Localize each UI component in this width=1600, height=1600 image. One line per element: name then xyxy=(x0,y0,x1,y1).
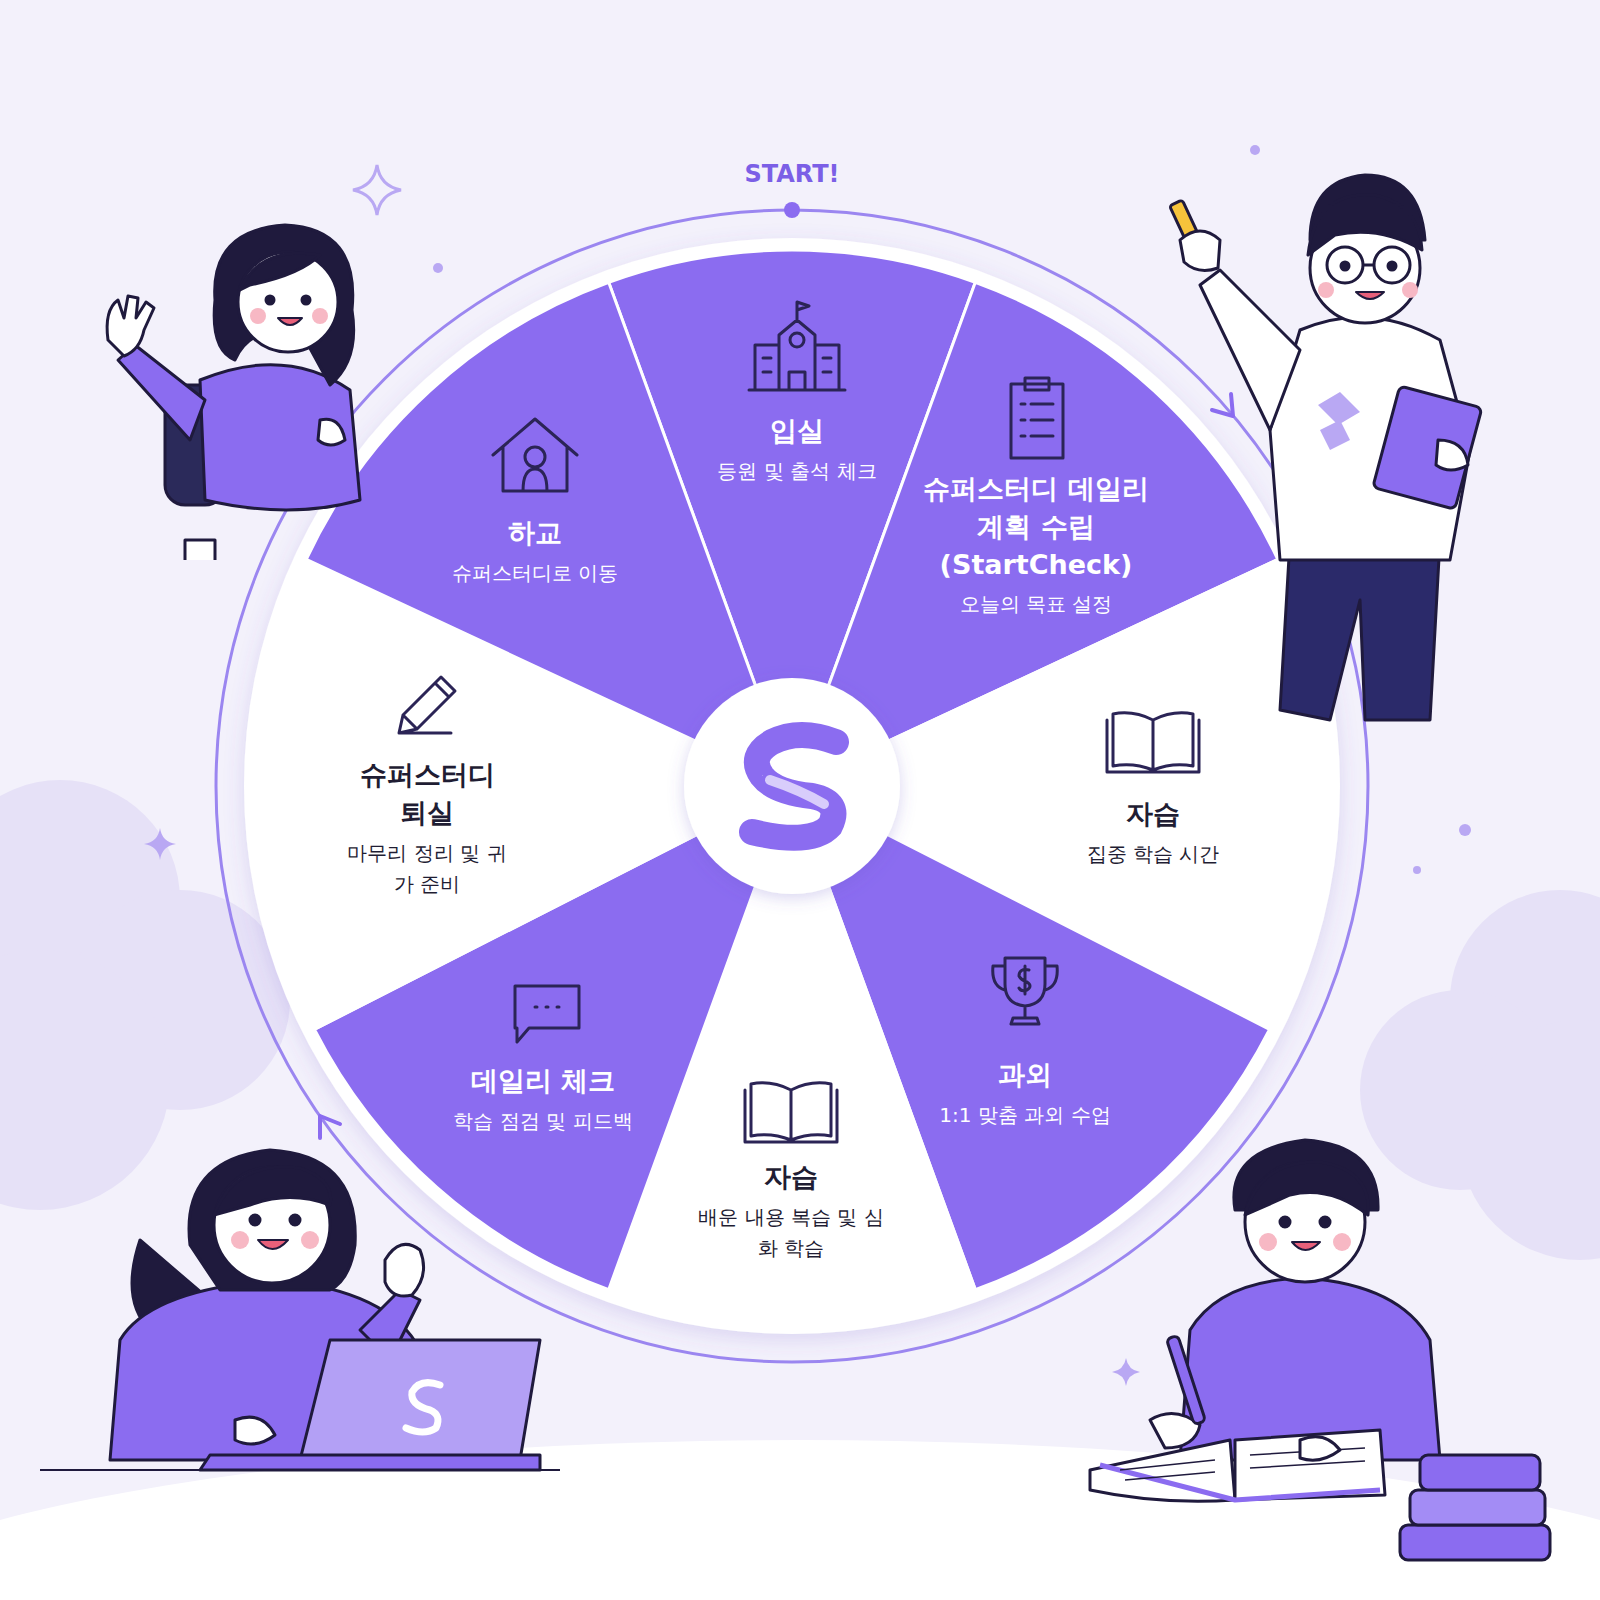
sector-icon xyxy=(745,1083,837,1142)
step-title: 슈퍼스터디 데일리 계획 수립 (StartCheck) xyxy=(916,470,1156,583)
cycle-ring xyxy=(216,210,1368,1362)
step-description: 마무리 정리 및 귀가 준비 xyxy=(342,838,512,900)
step-title: 자습 xyxy=(1043,795,1263,833)
sector-text: 하교슈퍼스터디로 이동 xyxy=(420,514,650,589)
step-title: 과외 xyxy=(910,1056,1140,1094)
sparkle xyxy=(144,145,1471,1386)
sector-text: 자습배운 내용 복습 및 심화 학습 xyxy=(696,1158,886,1264)
ground xyxy=(0,1440,1600,1600)
step-description: 집중 학습 시간 xyxy=(1043,839,1263,870)
cycle-arrowhead xyxy=(320,1116,340,1138)
step-title: 데일리 체크 xyxy=(423,1062,663,1100)
student-figure xyxy=(1090,1140,1550,1560)
sector-icon xyxy=(399,677,455,733)
step-description: 학습 점검 및 피드백 xyxy=(423,1106,663,1137)
center-logo xyxy=(684,678,900,894)
cycle-arrowhead xyxy=(1212,394,1233,416)
sparkle xyxy=(353,165,401,215)
wheel-base xyxy=(244,238,1340,1334)
step-description: 1:1 맞춤 과외 수업 xyxy=(910,1100,1140,1131)
step-title: 입실 xyxy=(677,412,917,450)
sector-text: 입실등원 및 출석 체크 xyxy=(677,412,917,487)
sector-icon xyxy=(1107,713,1199,772)
student-figure xyxy=(107,225,360,560)
sector-icon xyxy=(1011,378,1063,458)
sector-node: 하교슈퍼스터디로 이동 xyxy=(306,282,792,786)
step-description: 슈퍼스터디로 이동 xyxy=(420,558,650,589)
step-title: 하교 xyxy=(420,514,650,552)
sector-icon xyxy=(493,419,577,491)
step-description: 배운 내용 복습 및 심화 학습 xyxy=(696,1202,886,1264)
sector-icon xyxy=(515,986,579,1042)
step-title: 자습 xyxy=(696,1158,886,1196)
start-label: START! xyxy=(744,160,839,188)
step-description: 등원 및 출석 체크 xyxy=(677,456,917,487)
step-description: 오늘의 목표 설정 xyxy=(916,589,1156,620)
sector-icon xyxy=(749,302,845,390)
sector-text: 데일리 체크학습 점검 및 피드백 xyxy=(423,1062,663,1137)
sector-text: 자습집중 학습 시간 xyxy=(1043,795,1263,870)
student-figure xyxy=(40,1150,560,1470)
sector-text: 슈퍼스터디 데일리 계획 수립 (StartCheck) 오늘의 목표 설정 xyxy=(916,470,1156,620)
sector-wedge xyxy=(306,282,792,786)
sector-text: 슈퍼스터디 퇴실마무리 정리 및 귀가 준비 xyxy=(342,756,512,900)
sector-text: 과외 1:1 맞춤 과외 수업 xyxy=(910,1056,1140,1131)
step-title: 슈퍼스터디 퇴실 xyxy=(342,756,512,832)
start-dot xyxy=(784,202,800,218)
student-figure xyxy=(1170,175,1482,720)
sector-icon xyxy=(993,958,1058,1024)
